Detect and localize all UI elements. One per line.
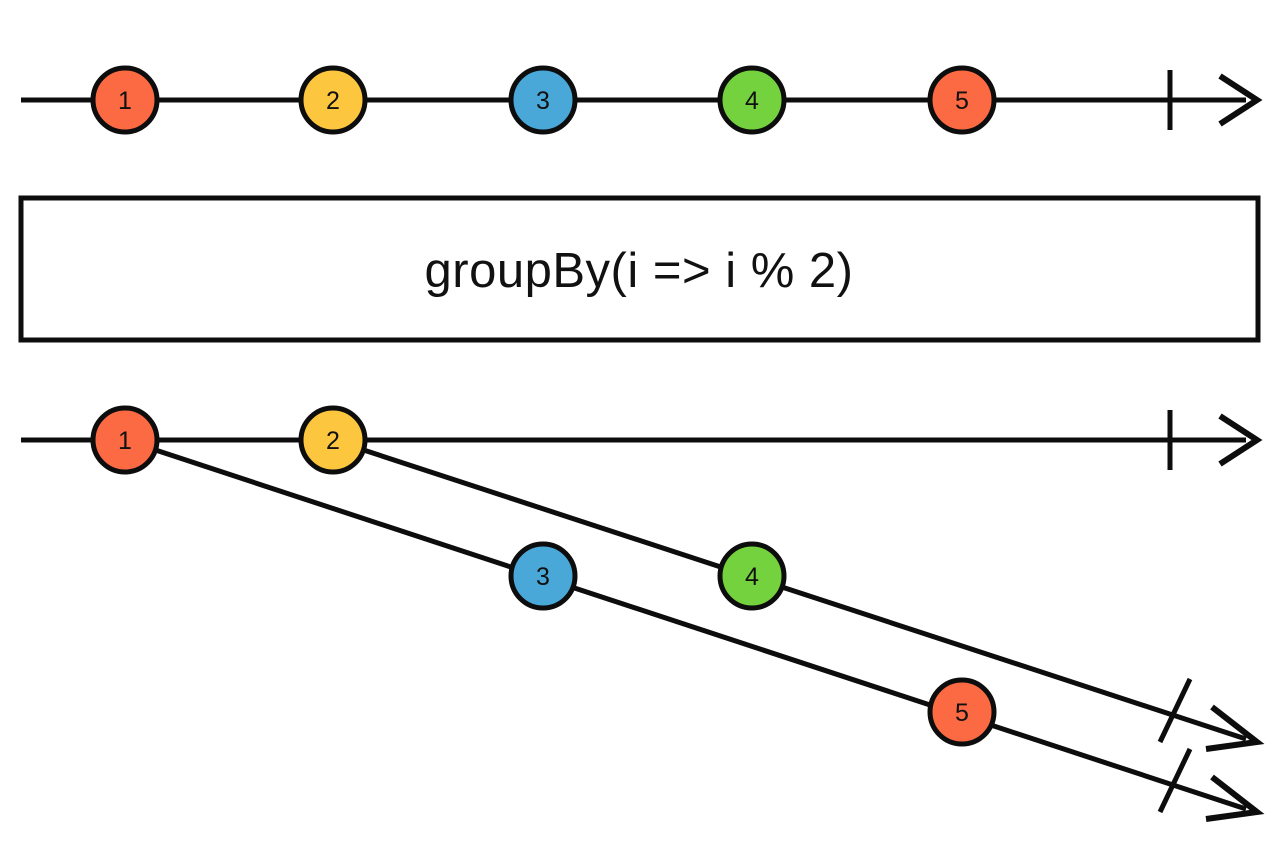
group-even-complete-tick: [1157, 677, 1193, 744]
marble[interactable]: 1: [90, 405, 160, 475]
marble[interactable]: 2: [298, 65, 368, 135]
output-marbles: 1 2 3 4 5: [90, 405, 997, 747]
operator-box-rect: [18, 195, 1261, 343]
marble[interactable]: 1: [90, 65, 160, 135]
marble[interactable]: 4: [717, 65, 787, 135]
source-arrow-head: [1218, 73, 1263, 127]
marble[interactable]: 5: [927, 65, 997, 135]
marble-circle[interactable]: [927, 65, 997, 135]
group-even-stream-line: [332, 437, 1247, 742]
marble-circle[interactable]: [298, 405, 368, 475]
group-odd-stream-line: [124, 437, 1247, 812]
marble[interactable]: 3: [508, 65, 578, 135]
marble-label: 3: [536, 563, 550, 591]
source-stream: 1 2 3 4 5: [21, 65, 1263, 135]
outer-groups-stream: [21, 410, 1263, 470]
marble-circle[interactable]: [298, 65, 368, 135]
marble[interactable]: 3: [508, 541, 578, 611]
marble-label: 5: [955, 87, 969, 115]
marble-circle[interactable]: [508, 65, 578, 135]
marble-circle[interactable]: [90, 65, 160, 135]
marble-label: 1: [118, 427, 132, 455]
group-even-arrow-head: [1205, 704, 1265, 752]
group-odd-complete-tick: [1157, 747, 1193, 814]
group-odd-stream: [124, 437, 1265, 822]
marble-label: 3: [536, 87, 550, 115]
operator-box[interactable]: groupBy(i => i % 2): [18, 195, 1261, 343]
marble-circle[interactable]: [508, 541, 578, 611]
marble-label: 4: [745, 87, 759, 115]
marble-label: 2: [326, 427, 340, 455]
marble-label: 2: [326, 87, 340, 115]
marble[interactable]: 2: [298, 405, 368, 475]
marble[interactable]: 5: [927, 677, 997, 747]
marble[interactable]: 4: [717, 541, 787, 611]
marble-label: 1: [118, 87, 132, 115]
group-even-stream: [332, 437, 1265, 752]
marble-circle[interactable]: [927, 677, 997, 747]
marble-label: 4: [745, 563, 759, 591]
marble-circle[interactable]: [90, 405, 160, 475]
group-odd-arrow-head: [1205, 774, 1265, 822]
outer-groups-arrow-head: [1218, 413, 1263, 467]
marble-circle[interactable]: [717, 65, 787, 135]
marble-circle[interactable]: [717, 541, 787, 611]
operator-label: groupBy(i => i % 2): [425, 244, 854, 298]
marble-label: 5: [955, 699, 969, 727]
